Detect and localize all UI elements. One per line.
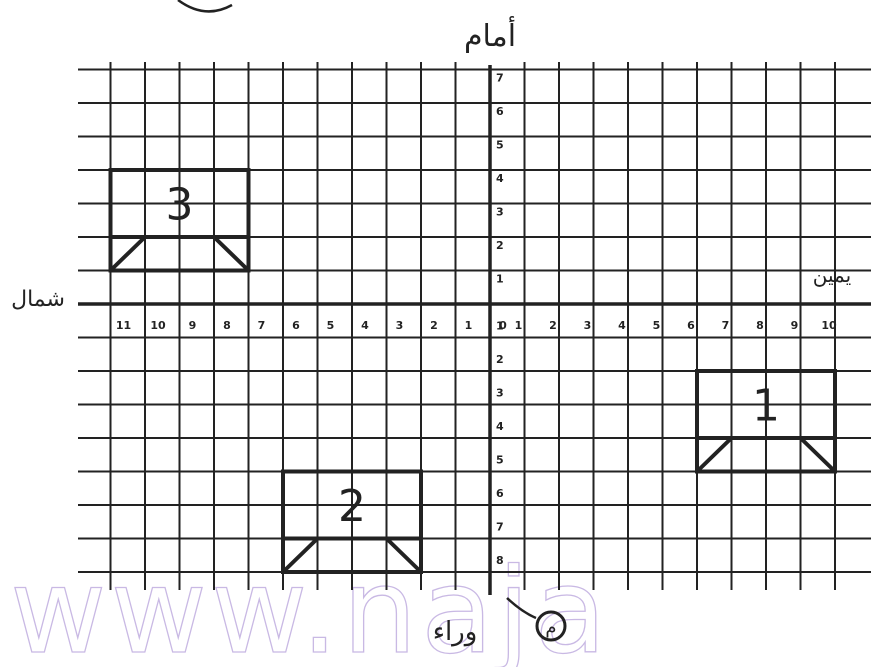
x-tick-label: 5: [327, 319, 335, 332]
x-tick-label: 6: [292, 319, 300, 332]
y-tick-label: 2: [496, 239, 504, 252]
x-tick-label: 10: [150, 319, 166, 332]
y-tick-label: 5: [496, 454, 504, 467]
grid: [78, 62, 871, 590]
shape-right-leg: [801, 438, 836, 472]
x-tick-label: 3: [396, 319, 404, 332]
x-tick-label: 9: [791, 319, 799, 332]
shape-left-leg: [697, 438, 732, 472]
label-front: أمام: [464, 15, 516, 54]
label-left: شمال: [11, 287, 65, 312]
x-tick-label: 8: [223, 319, 231, 332]
shape-right-leg: [214, 237, 249, 271]
x-tick-label: 5: [653, 319, 661, 332]
y-tick-label: 4: [496, 420, 504, 433]
y-tick-label: 3: [496, 387, 504, 400]
x-tick-label: 7: [258, 319, 266, 332]
axes: [78, 65, 871, 595]
label-back: وراء: [433, 617, 478, 647]
x-tick-label: 10: [821, 319, 837, 332]
x-ticks-right: 1 2 3 4 5 6 7 8 9 10: [515, 319, 837, 332]
x-tick-label: 9: [189, 319, 197, 332]
y-tick-label: 4: [496, 172, 504, 185]
y-tick-label: 6: [496, 105, 504, 118]
x-tick-label: 2: [430, 319, 438, 332]
watermark: www.naja: [10, 542, 610, 667]
y-tick-label: 1: [496, 273, 504, 286]
x-tick-label: 2: [549, 319, 557, 332]
y-tick-label: 3: [496, 206, 504, 219]
y-tick-label: 7: [496, 72, 504, 85]
label-right: يمين: [813, 263, 851, 287]
y-tick-label: 5: [496, 139, 504, 152]
x-tick-label: 4: [361, 319, 369, 332]
x-tick-label: 1: [465, 319, 473, 332]
origin-label: م: [545, 617, 556, 638]
x-tick-label: 3: [584, 319, 592, 332]
shape-number: 2: [338, 481, 366, 532]
cropped-mark: [178, 0, 232, 11]
shape-number: 3: [166, 180, 194, 231]
shape-number: 1: [752, 381, 780, 432]
shape-left-leg: [111, 237, 146, 271]
y-tick-label: 7: [496, 521, 504, 534]
x-tick-label: 6: [687, 319, 695, 332]
x-tick-label: 11: [116, 319, 131, 332]
y-tick-label: 1: [496, 320, 504, 333]
y-ticks-down: 1 2 3 4 5 6 7 8: [496, 320, 504, 568]
x-tick-label: 1: [515, 319, 523, 332]
y-tick-label: 8: [496, 554, 504, 567]
x-tick-label: 4: [618, 319, 626, 332]
x-tick-label: 8: [756, 319, 764, 332]
x-tick-label: 7: [722, 319, 730, 332]
y-tick-label: 6: [496, 487, 504, 500]
y-tick-label: 2: [496, 353, 504, 366]
